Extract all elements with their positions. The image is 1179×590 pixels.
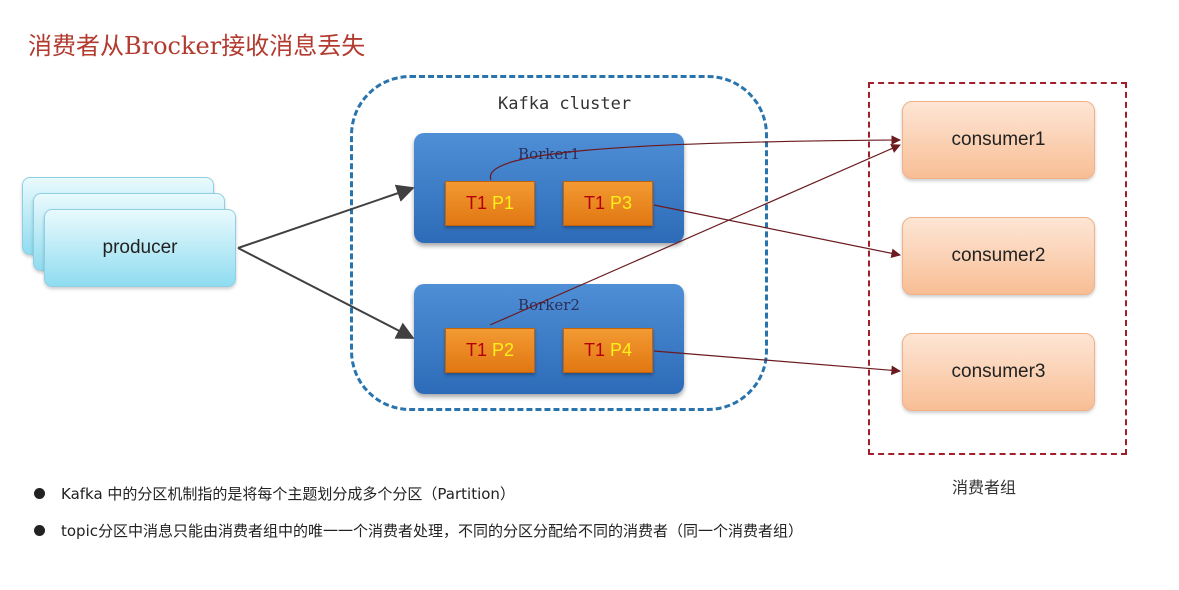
broker-1: Borker1 T1 P1 T1 P3	[414, 133, 684, 243]
topic-label: T1	[465, 340, 487, 360]
arrow-p1-to-consumer1	[489, 135, 901, 181]
topic-label: T1	[583, 340, 605, 360]
arrow-p3-to-consumer2	[653, 204, 901, 258]
partition-label: P1	[491, 193, 515, 213]
topic-label: T1	[465, 193, 487, 213]
broker-2: Borker2 T1 P2 T1 P4	[414, 284, 684, 394]
bullet-item-1: Kafka 中的分区机制指的是将每个主题划分成多个分区（Partition）	[34, 483, 515, 504]
partition-t1-p3: T1 P3	[563, 181, 653, 226]
consumer-1: consumer1	[902, 101, 1095, 179]
kafka-cluster-boundary	[350, 75, 768, 411]
bullet-dot	[34, 488, 45, 499]
consumer-3: consumer3	[902, 333, 1095, 411]
partition-t1-p2: T1 P2	[445, 328, 535, 373]
arrow-p2-to-consumer1	[489, 144, 901, 326]
consumer-group-boundary	[868, 82, 1127, 455]
producer-box: producer	[44, 209, 236, 287]
bullet-text-2: topic分区中消息只能由消费者组中的唯一一个消费者处理，不同的分区分配给不同的…	[61, 522, 803, 540]
bullet-item-2: topic分区中消息只能由消费者组中的唯一一个消费者处理，不同的分区分配给不同的…	[34, 520, 803, 541]
bullet-dot	[34, 525, 45, 536]
bullet-text-1: Kafka 中的分区机制指的是将每个主题划分成多个分区（Partition）	[61, 485, 515, 503]
partition-t1-p1: T1 P1	[445, 181, 535, 226]
partition-label: P2	[491, 340, 515, 360]
broker-2-label: Borker2	[518, 296, 580, 314]
page-title: 消费者从Brocker接收消息丢失	[28, 32, 366, 60]
arrow-producer-to-broker1	[237, 184, 415, 249]
kafka-cluster-label: Kafka cluster	[498, 94, 632, 114]
arrow-p4-to-consumer3	[653, 350, 901, 376]
partition-t1-p4: T1 P4	[563, 328, 653, 373]
partition-label: P3	[609, 193, 633, 213]
consumer-2: consumer2	[902, 217, 1095, 295]
topic-label: T1	[583, 193, 605, 213]
partition-label: P4	[609, 340, 633, 360]
consumer-group-label: 消费者组	[952, 478, 1017, 497]
arrow-producer-to-broker2	[237, 247, 415, 339]
